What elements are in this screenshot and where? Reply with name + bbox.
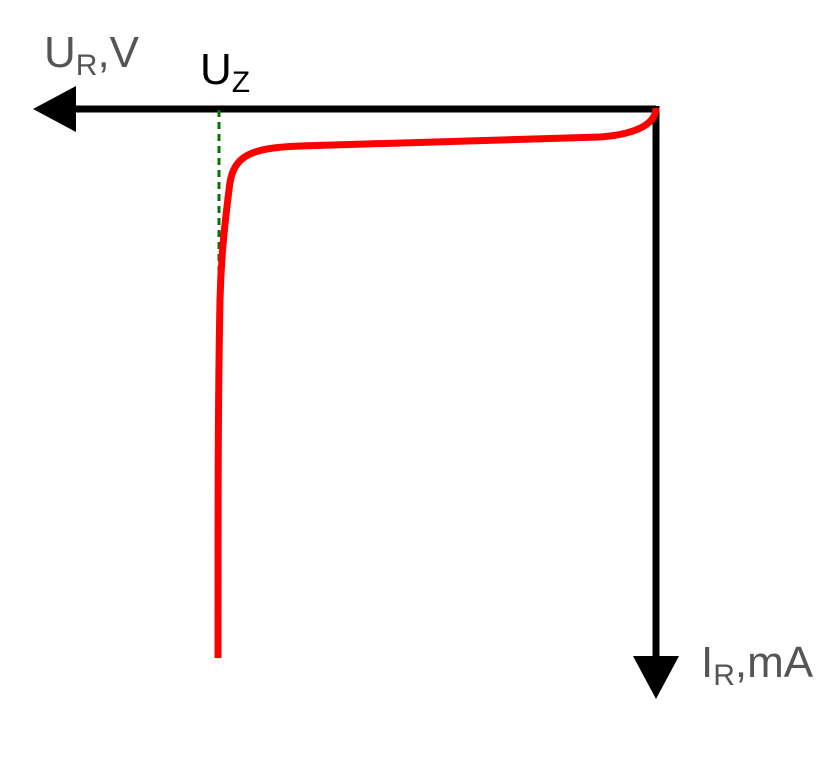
y-axis-label-sub: R: [713, 659, 735, 692]
x-axis-label-main: U: [44, 28, 76, 77]
zener-voltage-label: UZ: [200, 45, 250, 99]
zener-voltage-label-sub: Z: [232, 66, 250, 99]
x-axis-label-suffix: ,V: [97, 28, 139, 77]
x-axis-label-sub: R: [76, 49, 98, 82]
y-axis-arrowhead: [633, 656, 679, 699]
y-axis-label: IR,mA: [701, 638, 814, 692]
zener-voltage-label-main: U: [200, 45, 232, 94]
x-axis-arrowhead: [33, 86, 76, 132]
y-axis-label-suffix: ,mA: [735, 638, 814, 687]
y-axis-label-main: I: [701, 638, 713, 687]
x-axis-label: UR,V: [44, 28, 140, 82]
zener-reverse-curve: [214, 107, 660, 659]
